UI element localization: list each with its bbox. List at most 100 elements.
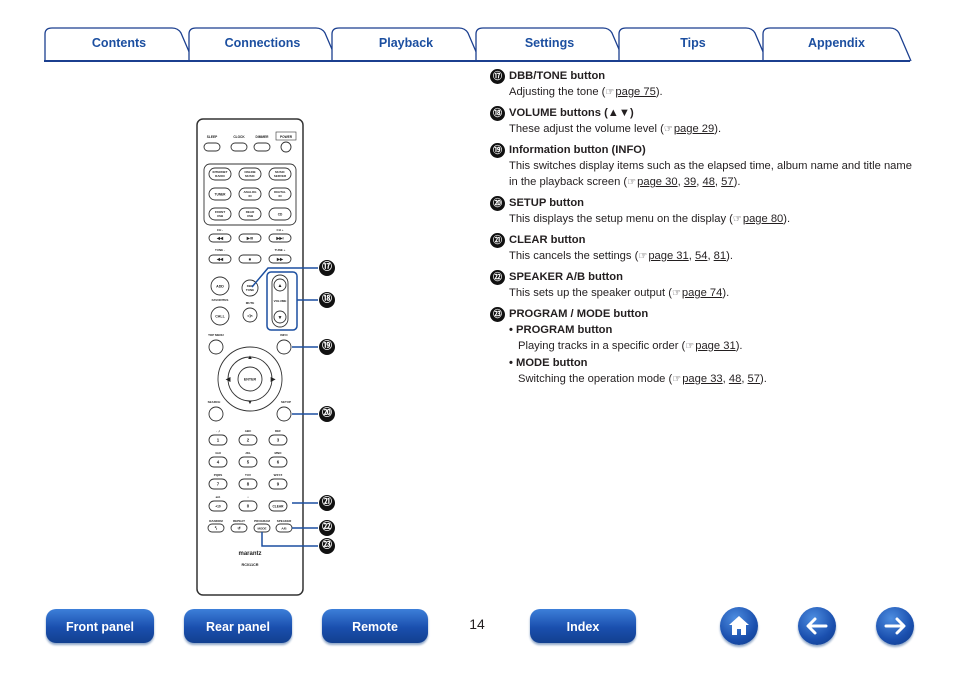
letter-label: TUV [245,473,251,477]
page-ref[interactable]: page 29 [673,123,715,135]
number-key [268,500,288,512]
item-title: Information button (INFO) [509,144,646,156]
page-ref-icon: ☞ [605,87,615,98]
remote-button[interactable]: Remote [322,609,428,643]
source-key [238,167,262,181]
info-key [276,339,292,355]
callout-23: ㉓ [319,538,335,554]
page-ref[interactable]: page 33 [682,373,723,385]
number-label: 8 [247,482,250,487]
top-row-label: POWER [280,135,293,139]
number-key [208,500,228,512]
transport-key [268,254,292,264]
page-ref[interactable]: 48 [702,176,715,188]
mode-label: MODE [258,527,267,531]
item-tail: ). [655,86,663,98]
number-key [238,456,258,468]
number-key [208,456,228,468]
dpad-left-icon: ◀ [225,376,231,383]
repeat-key [230,523,248,533]
page-ref[interactable]: page 74 [681,287,723,299]
number-label: 0 [247,504,250,509]
transport-icon: ▶/II [246,236,253,241]
sub-tail: ). [760,373,767,385]
rear-panel-button[interactable]: Rear panel [184,609,292,643]
source-key [268,187,292,201]
page-ref-icon: ☞ [638,251,648,262]
source-key [238,207,262,221]
dpad-right-icon: ▶ [270,376,276,383]
search-key [208,406,224,422]
dimmer-key [253,142,271,152]
source-label: USB [217,214,224,218]
forward-button[interactable] [876,607,914,645]
item-number: ⑱ [490,105,505,121]
page-ref[interactable]: page 75 [615,86,656,98]
item-tail: ). [722,287,730,299]
volume-down-icon: ▼ [278,315,283,321]
repeat-icon: ↺ [237,526,241,531]
page-ref[interactable]: 54 [694,250,708,262]
info-label: INFO [280,333,288,337]
page-ref[interactable]: page 31 [648,250,689,262]
source-label: USB [247,214,254,218]
home-button[interactable] [720,607,758,645]
tab-label: Contents [91,36,147,50]
index-button[interactable]: Index [530,609,636,643]
item-number: ⑲ [490,142,505,158]
transport-icon: ▶▶I [275,236,283,241]
tab-connections[interactable]: Connections [187,26,338,62]
page-ref[interactable]: page 31 [695,340,736,352]
page-ref[interactable]: 81 [713,250,727,262]
tab-tips[interactable]: Tips [618,26,768,62]
number-key [238,478,258,490]
page-ref[interactable]: 39 [683,176,697,188]
back-button[interactable] [798,607,836,645]
page-ref[interactable]: page 80 [742,213,784,225]
source-key [208,167,232,181]
sub-tail: ). [735,340,743,352]
item-tail: ). [733,176,741,188]
page-ref[interactable]: 57 [721,176,734,188]
source-label: ANALOG [244,190,258,194]
page-ref[interactable]: 57 [747,373,760,385]
tab-label: Tips [680,36,706,50]
tab-appendix[interactable]: Appendix [761,26,912,62]
transport-key [238,233,262,243]
page-ref-icon: ☞ [663,124,673,135]
top-row-label: CLOCK [233,135,245,139]
clock-key [230,142,248,152]
tab-settings[interactable]: Settings [474,26,625,62]
letter-label: WXYZ [274,473,283,477]
volume-up-icon: ▲ [278,283,283,289]
number-label: 5 [247,460,250,465]
source-label: REAR [246,210,255,214]
power-label-box [275,131,297,141]
page-ref[interactable]: page 30 [637,176,678,188]
callout-20: ⑳ [319,406,335,422]
add-key [210,276,230,296]
tab-playback[interactable]: Playback [331,26,481,62]
number-label: 1 [217,438,220,443]
callout-21: ㉑ [319,495,335,511]
mute-icon: ◁× [246,313,253,318]
page-ref[interactable]: 48 [728,373,742,385]
home-icon [729,616,749,635]
transport-icon: ■ [249,257,252,262]
item-tail: ). [714,123,722,135]
tab-underline [44,60,910,62]
letter-label: GHI [215,451,221,455]
tab-label: Appendix [808,36,865,50]
model-label: RC011CR [241,563,258,567]
page-ref-icon: ☞ [671,288,681,299]
add-label: ADD [216,285,224,289]
tab-contents[interactable]: Contents [44,26,194,62]
bottom-label: SPEAKER [277,519,292,523]
front-panel-button[interactable]: Front panel [46,609,154,643]
